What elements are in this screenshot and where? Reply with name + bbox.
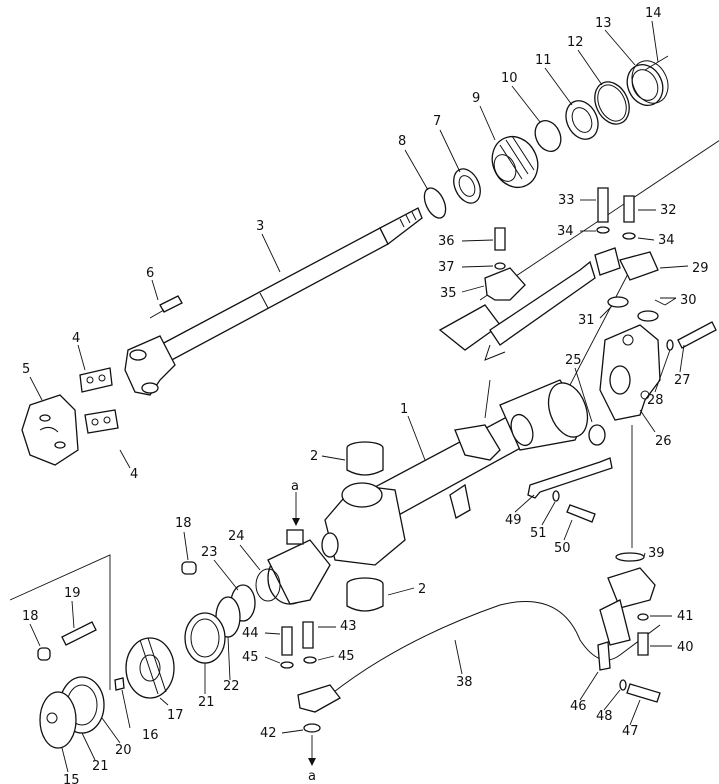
part-label: 20 [115,743,132,758]
housing-26 [599,324,661,421]
part-label: 18 [22,609,39,624]
part-label: 15 [63,773,80,784]
fitting-42-45 [280,492,341,766]
part-label: 40 [677,640,694,655]
part-label: 28 [647,393,664,408]
part-label: 10 [501,71,518,86]
part-label: 2 [418,582,426,597]
part-label: 2 [310,449,318,464]
part-label: 43 [340,619,357,634]
axle-shaft [124,207,423,396]
reference-marks: a a [291,479,316,784]
part-label: 38 [456,675,473,690]
part-label: 21 [92,759,109,774]
part-label: 13 [595,16,612,31]
clamp-35 [484,267,526,301]
part-number-callouts: 1 2 2 3 4 4 5 6 7 8 9 10 11 12 13 14 15 … [22,6,709,784]
part-label: 8 [398,134,406,149]
part-label: 37 [438,260,455,275]
part-label: 9 [472,91,480,106]
part-label: 48 [596,709,613,724]
reference-letter: a [291,479,299,494]
small-parts-left [37,561,197,691]
part-label: 41 [677,609,694,624]
part-label: 27 [674,373,691,388]
part-label: 6 [146,266,154,281]
axle-housing [321,379,589,566]
trunnion-caps [346,441,384,612]
part-label: 1 [400,402,408,417]
part-label: 24 [228,529,245,544]
part-label: 4 [130,467,138,482]
bolts-right [494,187,717,446]
reference-letter: a [308,769,316,784]
part-label: 49 [505,513,522,528]
part-label: 17 [167,708,184,723]
part-label: 47 [622,724,639,739]
part-label: 31 [578,313,595,328]
part-label: 26 [655,434,672,449]
part-label: 23 [201,545,218,560]
bearing-stack [423,60,669,219]
part-label: 35 [440,286,457,301]
hose-38-block [329,552,661,703]
part-label: 45 [242,650,259,665]
part-label: 39 [648,546,665,561]
part-label: 7 [433,114,441,129]
part-label: 33 [558,193,575,208]
part-label: 30 [680,293,697,308]
part-label: 44 [242,626,259,641]
part-label: 14 [645,6,662,21]
part-label: 46 [570,699,587,714]
part-label: 21 [198,695,215,710]
yoke-flange [21,394,79,466]
reference-lines [9,55,719,690]
part-label: 42 [260,726,277,741]
part-label: 18 [175,516,192,531]
bolt-6 [149,295,183,319]
left-seal-stack [39,539,331,749]
part-label: 45 [338,649,355,664]
bracket-49-50-51 [527,457,613,523]
part-label: 22 [223,679,240,694]
part-label: 34 [658,233,675,248]
part-label: 25 [565,353,582,368]
part-label: 11 [535,53,552,68]
part-label: 19 [64,586,81,601]
part-label: 29 [692,261,709,276]
part-label: 16 [142,728,159,743]
part-label: 12 [567,35,584,50]
part-label: 34 [557,224,574,239]
part-label: 3 [256,219,264,234]
part-label: 32 [660,203,677,218]
part-label: 36 [438,234,455,249]
part-label: 51 [530,526,547,541]
part-label: 5 [22,362,30,377]
tube-29 [438,247,659,361]
lock-plates [79,367,119,434]
part-label: 4 [72,331,80,346]
part-label: 50 [554,541,571,556]
